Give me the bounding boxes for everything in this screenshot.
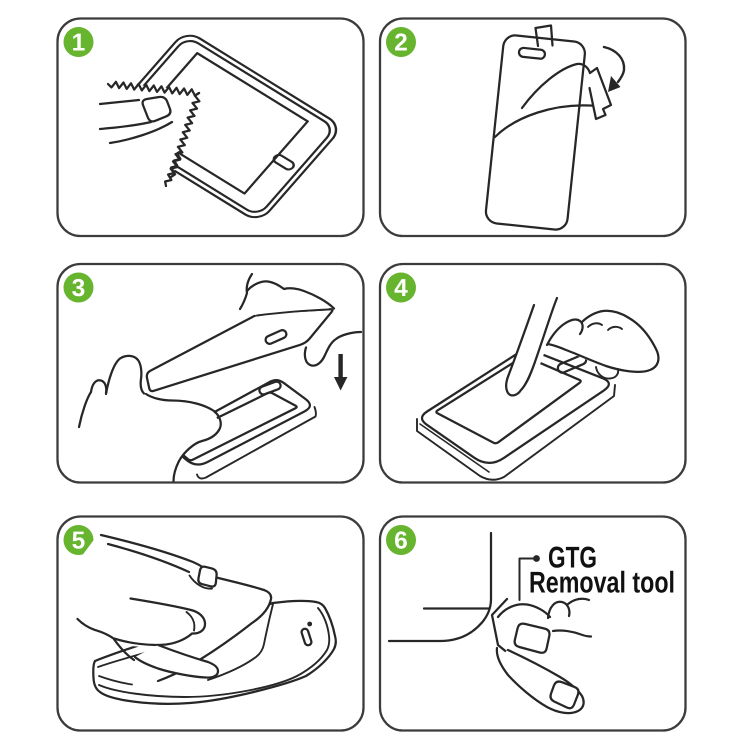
svg-text:1: 1	[72, 30, 86, 57]
svg-text:4: 4	[394, 275, 408, 302]
svg-text:2: 2	[394, 30, 408, 57]
svg-text:6: 6	[394, 528, 408, 555]
svg-text:Removal tool: Removal tool	[529, 567, 675, 600]
svg-text:3: 3	[72, 275, 86, 302]
svg-text:GTG: GTG	[548, 542, 597, 575]
svg-text:5: 5	[72, 528, 86, 555]
